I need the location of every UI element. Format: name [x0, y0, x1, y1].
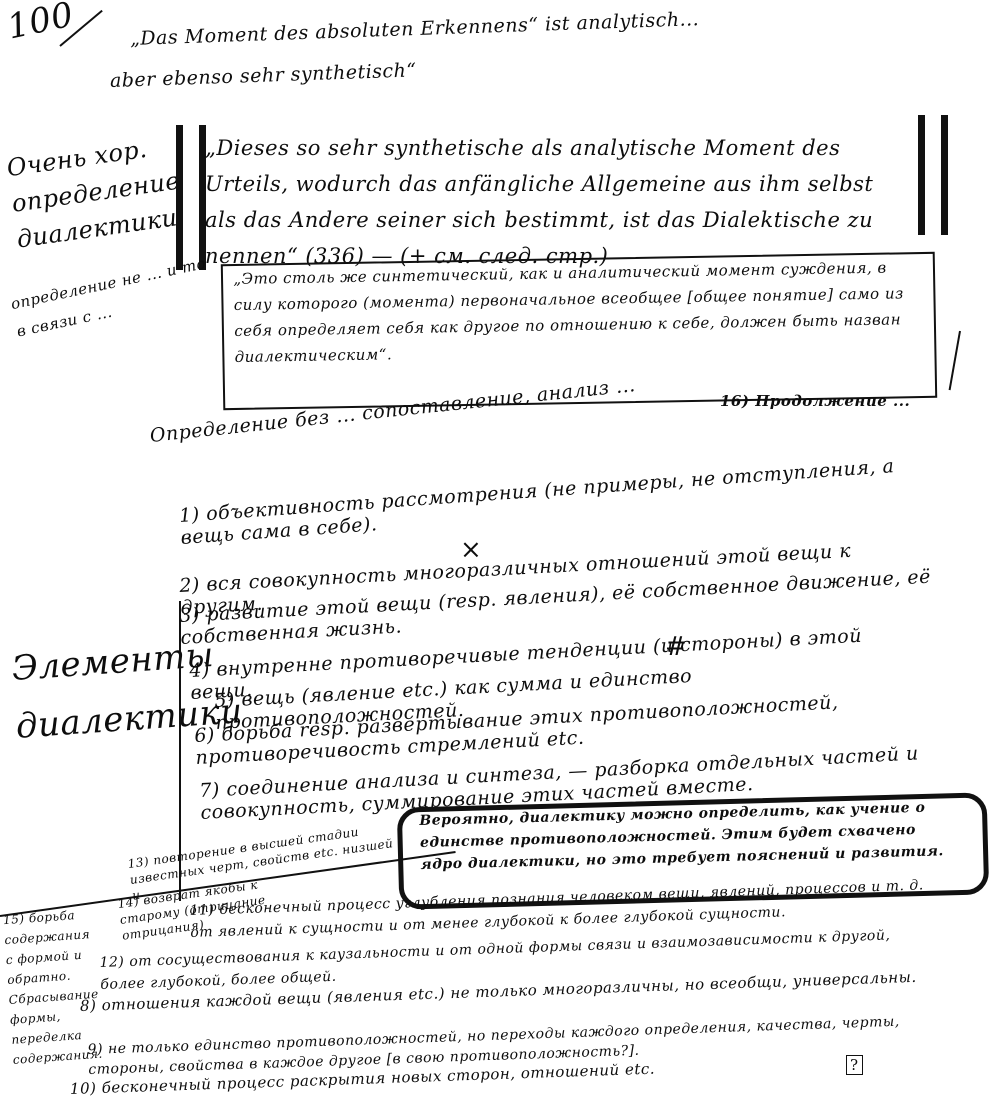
marker-x: ×: [460, 535, 483, 565]
header-line-1: „Das Moment des absoluten Erkennens“ ist…: [129, 8, 700, 50]
translation-side-mark: [948, 330, 961, 391]
divider-left-vertical: [179, 601, 181, 901]
quote-right-bars: [918, 115, 948, 235]
note-16: 16) Продолжение ...: [720, 392, 911, 410]
boxed-note: Вероятно, диалектику можно определить, к…: [419, 799, 945, 873]
margin-note-left: определение не ... и то в связи с ...: [9, 254, 208, 341]
quote-left-bars: [176, 125, 206, 270]
header-line-2: aber ebenso sehr synthetisch“: [109, 59, 417, 92]
sidebar-definition-note: Очень хор. определение диалектики: [5, 134, 182, 254]
sidebar-elements-title: Элементы диалектики: [10, 634, 245, 747]
list-item-1: 1) объективность рассмотрения (не пример…: [178, 455, 895, 549]
quote-german: „Dieses so sehr synthetische als analyti…: [205, 136, 874, 268]
marker-question: ?: [846, 1055, 863, 1075]
marker-hash: #: [665, 632, 688, 662]
